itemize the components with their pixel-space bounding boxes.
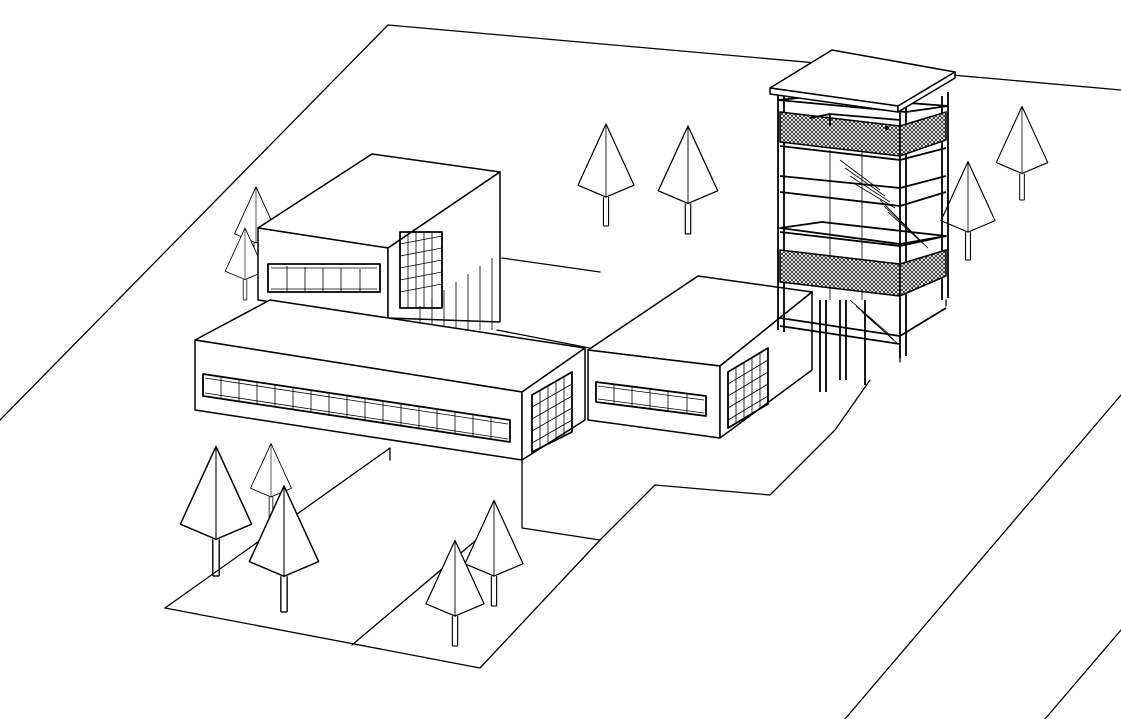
tree-front-6 xyxy=(967,260,969,263)
tower-deck-top xyxy=(777,95,949,158)
tree-back-2 xyxy=(657,125,719,235)
long-block-windows xyxy=(202,373,511,443)
ground-paths xyxy=(164,257,871,669)
tower-columns xyxy=(777,90,949,392)
upper-block-side-grille xyxy=(399,231,443,309)
tower-roof xyxy=(769,49,956,113)
upper-block xyxy=(257,153,501,330)
upper-block-windows xyxy=(267,263,381,293)
tower-middle-level xyxy=(779,145,947,207)
east-block-side-grille xyxy=(727,347,769,429)
tree-back-5 xyxy=(995,105,1049,201)
upper-block-slats xyxy=(419,258,493,330)
tower-base-frame xyxy=(779,299,947,363)
tower-deck-lower xyxy=(779,221,947,298)
long-block xyxy=(194,299,586,461)
tree-front-3 xyxy=(248,485,320,613)
tree-back-1 xyxy=(577,123,635,227)
east-block xyxy=(587,275,813,439)
long-block-side-grille xyxy=(531,371,573,453)
observation-tower xyxy=(769,49,956,392)
tree-back-6 xyxy=(940,161,996,261)
tree-front-1 xyxy=(179,445,253,577)
tower-stair xyxy=(829,150,929,345)
east-block-windows xyxy=(595,381,707,417)
